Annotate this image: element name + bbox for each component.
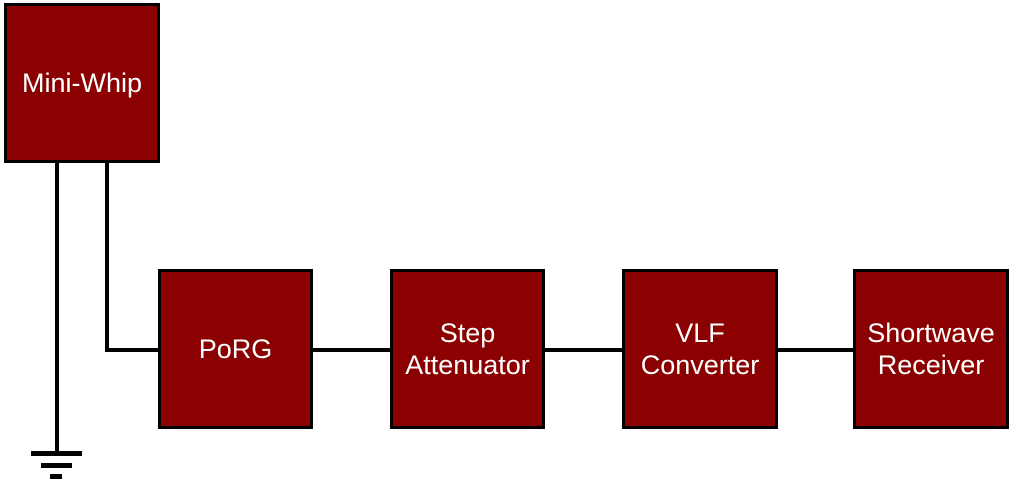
wire-miniwhip-to-porg [105, 348, 162, 352]
vlf-converter-label: VLF Converter [640, 318, 760, 380]
porg-block: PoRG [158, 269, 313, 429]
wire-porg-to-step-attenuator [313, 348, 391, 352]
wire-miniwhip-drop [105, 160, 109, 352]
mini-whip-block: Mini-Whip [4, 3, 160, 163]
shortwave-receiver-label: Shortwave Receiver [867, 318, 995, 380]
ground-bar-top [31, 451, 82, 456]
step-attenuator-block: Step Attenuator [390, 269, 545, 429]
wire-vlf-converter-to-shortwave-receiver [778, 348, 854, 352]
ground-bar-bottom [50, 474, 62, 479]
wire-step-attenuator-to-vlf-converter [545, 348, 622, 352]
step-attenuator-label: Step Attenuator [405, 318, 530, 380]
wire-miniwhip-to-ground [55, 160, 59, 455]
mini-whip-label: Mini-Whip [21, 68, 142, 98]
ground-bar-middle [41, 463, 72, 468]
shortwave-receiver-block: Shortwave Receiver [853, 269, 1009, 429]
porg-label: PoRG [198, 334, 273, 364]
vlf-converter-block: VLF Converter [622, 269, 778, 429]
